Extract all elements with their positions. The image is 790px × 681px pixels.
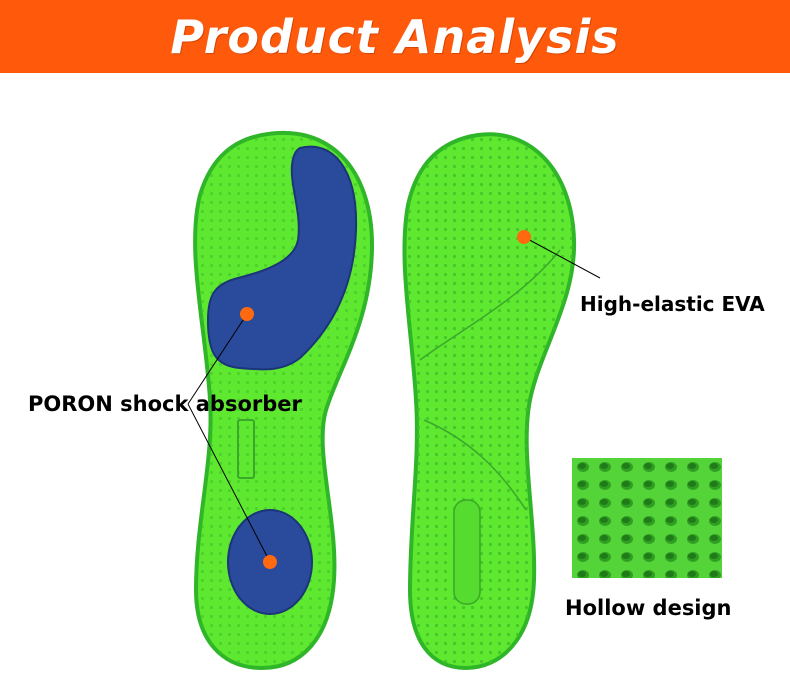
hollow-label: Hollow design — [565, 596, 732, 620]
hollow-design-closeup — [572, 458, 722, 578]
header-banner: Product Analysis — [0, 0, 790, 73]
eva-leader-line — [523, 236, 601, 279]
page-title: Product Analysis — [170, 9, 620, 64]
forefoot-marker — [240, 307, 254, 321]
poron-label: PORON shock absorber — [28, 392, 302, 416]
poron-leader-line-top — [187, 313, 248, 405]
heel-marker — [263, 555, 277, 569]
poron-leader-line-heel — [187, 403, 271, 563]
right-insole — [402, 132, 577, 671]
eva-marker — [517, 230, 531, 244]
eva-label: High-elastic EVA — [580, 292, 765, 316]
